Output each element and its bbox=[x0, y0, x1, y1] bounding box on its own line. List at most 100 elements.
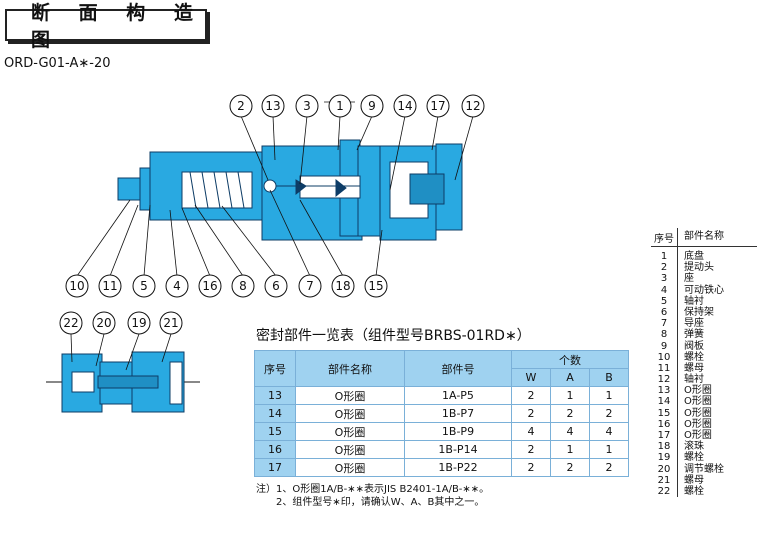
row-no: 15 bbox=[254, 422, 296, 441]
col-header-a: A bbox=[550, 368, 590, 387]
table-row: 14 O形圈 1B-P7 2 2 2 bbox=[254, 404, 629, 423]
part-name: 螺栓 bbox=[684, 485, 704, 497]
seal-parts-table: 序号 部件名称 部件号 个数 W A B 13 O形圈 1A-P5 2 1 1 … bbox=[254, 350, 629, 477]
part-no: 13 bbox=[657, 385, 671, 397]
section-title: 断 面 构 造 图 bbox=[31, 2, 204, 51]
part-no: 11 bbox=[657, 362, 671, 374]
part-no: 14 bbox=[657, 396, 671, 408]
row-name: O形圈 bbox=[295, 404, 405, 423]
callout-6: 6 bbox=[272, 279, 280, 293]
parts-list-header: 序号 部件名称 bbox=[651, 228, 757, 247]
part-name: 轴衬 bbox=[684, 374, 704, 386]
part-name: O形圈 bbox=[684, 407, 712, 419]
col-header-no: 序号 bbox=[254, 350, 296, 387]
seal-table-title: 密封部件一览表（组件型号BRBS-01RD∗） bbox=[256, 328, 531, 344]
row-no: 16 bbox=[254, 440, 296, 459]
part-no: 4 bbox=[660, 284, 668, 296]
parts-list-body: 1 2 3 4 5 6 7 8 9 10 11 12 13 14 15 16 1… bbox=[651, 247, 757, 498]
detail-leaders bbox=[70, 333, 172, 371]
part-no: 10 bbox=[657, 351, 671, 363]
table-row: 13 O形圈 1A-P5 2 1 1 bbox=[254, 386, 629, 405]
col-header-w: W bbox=[511, 368, 551, 387]
part-no: 12 bbox=[657, 374, 671, 386]
row-a: 1 bbox=[550, 386, 590, 405]
callout-3: 3 bbox=[303, 99, 311, 113]
part-no: 6 bbox=[660, 306, 668, 318]
callout-9: 9 bbox=[368, 99, 376, 113]
callout-7: 7 bbox=[306, 279, 314, 293]
row-b: 1 bbox=[589, 440, 629, 459]
valve-body bbox=[117, 139, 463, 241]
callout-22: 22 bbox=[63, 316, 78, 330]
part-name: 阀板 bbox=[684, 340, 704, 352]
callout-15: 15 bbox=[368, 279, 383, 293]
row-a: 1 bbox=[550, 440, 590, 459]
part-name: 可动铁心 bbox=[684, 284, 724, 296]
callout-12: 12 bbox=[465, 99, 480, 113]
part-no: 21 bbox=[657, 474, 671, 486]
model-code: ORD-G01-A∗-20 bbox=[4, 56, 111, 71]
row-part-no: 1B-P14 bbox=[404, 440, 512, 459]
callout-14: 14 bbox=[397, 99, 412, 113]
col-header-part-name: 部件名称 bbox=[295, 350, 405, 387]
row-part-no: 1B-P7 bbox=[404, 404, 512, 423]
callout-19: 19 bbox=[131, 316, 146, 330]
row-part-no: 1B-P9 bbox=[404, 422, 512, 441]
part-no: 18 bbox=[657, 441, 671, 453]
table-row: 16 O形圈 1B-P14 2 1 1 bbox=[254, 440, 629, 459]
section-title-box: 断 面 构 造 图 bbox=[5, 2, 207, 51]
part-no: 5 bbox=[660, 295, 668, 307]
part-name: 保持架 bbox=[684, 306, 714, 318]
part-no: 20 bbox=[657, 463, 671, 475]
part-name: O形圈 bbox=[684, 385, 712, 397]
row-no: 17 bbox=[254, 458, 296, 477]
part-no: 15 bbox=[657, 407, 671, 419]
row-name: O形圈 bbox=[295, 386, 405, 405]
row-w: 2 bbox=[511, 458, 551, 477]
callouts-detail: 22 20 19 21 bbox=[59, 311, 183, 335]
row-w: 2 bbox=[511, 440, 551, 459]
table-row: 15 O形圈 1B-P9 4 4 4 bbox=[254, 422, 629, 441]
part-no: 3 bbox=[660, 273, 668, 285]
part-no: 16 bbox=[657, 418, 671, 430]
callout-2: 2 bbox=[237, 99, 245, 113]
part-name: 轴衬 bbox=[684, 295, 704, 307]
table-notes: 注）1、O形圈1A/B-∗∗表示JIS B2401-1A/B-∗∗。 2、组件型… bbox=[256, 483, 489, 509]
callouts-top: 2 13 3 1 9 14 17 12 bbox=[229, 94, 485, 118]
part-name: O形圈 bbox=[684, 418, 712, 430]
part-no: 9 bbox=[660, 340, 668, 352]
part-name: 座 bbox=[684, 273, 694, 285]
callout-11: 11 bbox=[102, 279, 117, 293]
parts-names-column: 底盘 提动头 座 可动铁心 轴衬 保持架 导座 弹簧 阀板 螺栓 螺母 轴衬 O… bbox=[677, 247, 724, 498]
row-part-no: 1B-P22 bbox=[404, 458, 512, 477]
row-b: 4 bbox=[589, 422, 629, 441]
row-name: O形圈 bbox=[295, 440, 405, 459]
callout-13: 13 bbox=[265, 99, 280, 113]
part-no: 1 bbox=[660, 251, 668, 262]
part-name: 螺母 bbox=[684, 474, 704, 486]
part-name: 导座 bbox=[684, 318, 704, 330]
part-name: 螺母 bbox=[684, 362, 704, 374]
row-b: 2 bbox=[589, 458, 629, 477]
part-name: 螺栓 bbox=[684, 351, 704, 363]
row-part-no: 1A-P5 bbox=[404, 386, 512, 405]
part-name: O形圈 bbox=[684, 430, 712, 441]
row-name: O形圈 bbox=[295, 422, 405, 441]
row-a: 2 bbox=[550, 404, 590, 423]
callout-10: 10 bbox=[69, 279, 84, 293]
parts-header-no: 序号 bbox=[654, 233, 674, 245]
row-b: 2 bbox=[589, 404, 629, 423]
callout-17: 17 bbox=[430, 99, 445, 113]
part-no: 19 bbox=[657, 452, 671, 464]
row-a: 2 bbox=[550, 458, 590, 477]
part-no: 22 bbox=[657, 485, 671, 497]
callout-5: 5 bbox=[140, 279, 148, 293]
parts-header-name: 部件名称 bbox=[677, 228, 724, 246]
row-w: 2 bbox=[511, 386, 551, 405]
row-w: 2 bbox=[511, 404, 551, 423]
parts-numbers-column: 1 2 3 4 5 6 7 8 9 10 11 12 13 14 15 16 1… bbox=[651, 247, 677, 497]
callout-1: 1 bbox=[336, 99, 344, 113]
callout-8: 8 bbox=[239, 279, 247, 293]
part-name: O形圈 bbox=[684, 396, 712, 408]
